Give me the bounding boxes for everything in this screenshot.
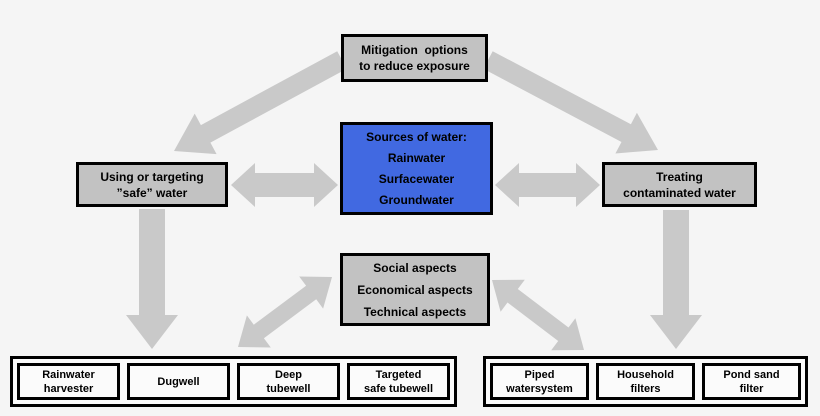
option-targeted-safe-tubewell: Targeted safe tubewell [347,363,450,400]
option-household-filters: Household filters [596,363,695,400]
arrow-sources-treating-bidirectional [495,163,600,207]
treating-contaminated-water-box: Treating contaminated water [602,162,757,207]
using-safe-water-box: Using or targeting ”safe” water [76,162,228,207]
option-pond-sand-filter: Pond sand filter [702,363,801,400]
aspects-box: Social aspects Economical aspects Techni… [340,253,490,326]
sources-of-water-box: Sources of water: Rainwater Surfacewater… [340,122,493,215]
arrow-aspects-treatment-options-bidirectional [492,279,584,351]
safe-water-options-group: Rainwater harvester Dugwell Deep tubewel… [10,356,457,407]
option-deep-tubewell: Deep tubewell [237,363,340,400]
mitigation-options-box: Mitigation options to reduce exposure [341,34,488,82]
treatment-options-group: Piped watersystem Household filters Pond… [483,356,808,407]
arrow-mitigation-to-safe-water [174,51,347,155]
arrow-aspects-safe-options-bidirectional [238,276,332,348]
option-dugwell: Dugwell [127,363,230,400]
arrow-safe-water-to-options [126,209,178,349]
arrow-safe-water-sources-bidirectional [231,163,338,207]
arrow-treating-to-options [650,210,702,349]
arrow-mitigation-to-treating [483,51,658,154]
option-rainwater-harvester: Rainwater harvester [17,363,120,400]
option-piped-watersystem: Piped watersystem [490,363,589,400]
